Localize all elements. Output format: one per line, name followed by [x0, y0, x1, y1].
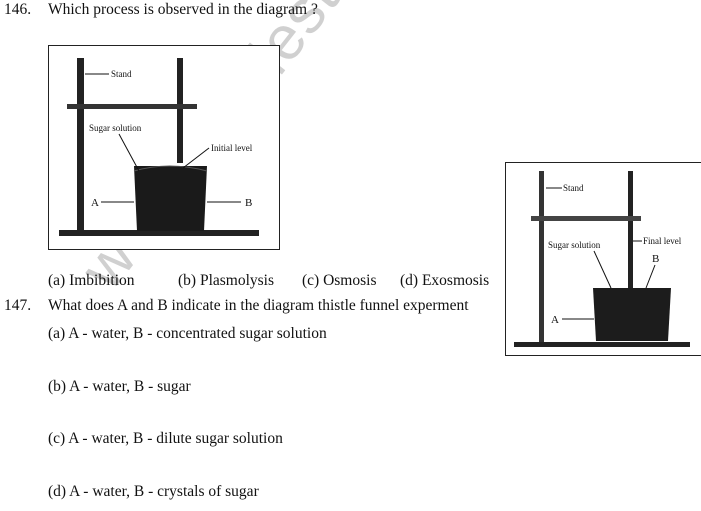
q147-option-a: (a) A - water, B - concentrated sugar so… — [48, 325, 327, 342]
fig1-a-label: A — [91, 197, 99, 209]
q146-option-d: (d) Exosmosis — [400, 272, 490, 289]
fig1-b-label: B — [245, 197, 252, 209]
q147-text: What does A and B indicate in the diagra… — [48, 297, 469, 314]
fig2-a-label: A — [551, 314, 559, 326]
q146-text: Which process is observed in the diagram… — [48, 1, 318, 18]
q147-diagram: Stand Sugar solution Final level B A — [505, 162, 701, 356]
fig1-initial-label: Initial level — [211, 143, 253, 153]
fig2-stand-label: Stand — [563, 183, 584, 193]
fig1-sugar-label: Sugar solution — [89, 123, 142, 133]
q147-number: 147. — [4, 297, 32, 314]
q146-diagram: Stand Sugar solution Initial level A B — [48, 45, 280, 250]
q147-option-c: (c) A - water, B - dilute sugar solution — [48, 430, 283, 447]
q147-option-d: (d) A - water, B - crystals of sugar — [48, 483, 259, 500]
q147-option-b: (b) A - water, B - sugar — [48, 378, 191, 395]
fig2-final-label: Final level — [643, 236, 682, 246]
fig2-b-label: B — [652, 253, 659, 265]
fig1-stand-label: Stand — [111, 69, 132, 79]
q146-number: 146. — [4, 1, 32, 18]
q146-option-a: (a) Imbibition — [48, 272, 135, 289]
fig2-sugar-label: Sugar solution — [548, 240, 601, 250]
q146-option-c: (c) Osmosis — [302, 272, 377, 289]
q146-option-b: (b) Plasmolysis — [178, 272, 275, 289]
